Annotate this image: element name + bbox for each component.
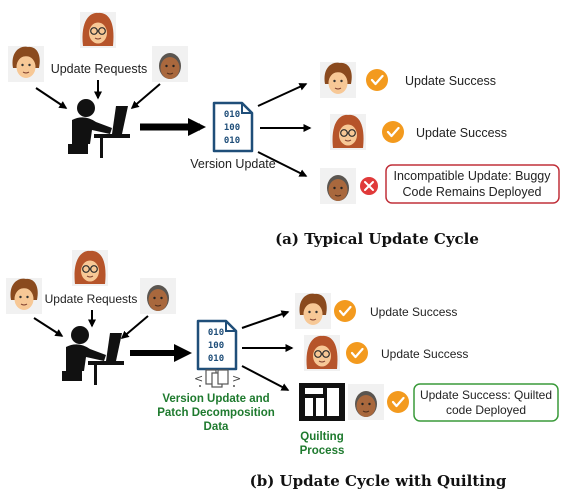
svg-text:010: 010 xyxy=(224,136,240,146)
deploy-arrow xyxy=(257,83,308,107)
request-arrow xyxy=(33,317,64,337)
patch-data-label: Patch Decomposition xyxy=(157,407,275,419)
svg-text:010: 010 xyxy=(208,328,224,338)
update-requests-label: Update Requests xyxy=(45,292,138,306)
svg-text:100: 100 xyxy=(208,341,224,351)
outcome-success: Update Success xyxy=(370,305,457,319)
success-text: code Deployed xyxy=(446,403,526,417)
success-text: Update Success: Quilted xyxy=(420,388,552,402)
user-face-icon xyxy=(79,11,117,49)
check-icon xyxy=(380,119,406,145)
request-arrow xyxy=(130,83,161,109)
user-face-icon xyxy=(319,167,357,205)
user-face-icon xyxy=(71,249,109,287)
success-callout xyxy=(413,383,559,422)
deploy-arrow xyxy=(241,310,290,329)
developer-icon xyxy=(68,99,130,158)
quilting-label: Quilting xyxy=(300,431,343,443)
check-icon xyxy=(364,67,390,93)
failure-callout xyxy=(385,164,560,204)
cross-icon xyxy=(360,177,378,195)
svg-text:010: 010 xyxy=(224,110,240,120)
file-icon: 010 100 010 xyxy=(212,101,254,153)
caption-b: (b) Update Cycle with Quilting xyxy=(250,472,507,490)
check-icon xyxy=(385,389,411,415)
panel-b: Update Requests 010 100 010 < > Version … xyxy=(5,249,559,490)
user-face-icon xyxy=(329,113,367,151)
failure-text: Incompatible Update: Buggy xyxy=(393,169,551,183)
deploy-arrow xyxy=(241,365,290,391)
request-arrow xyxy=(35,87,68,109)
quilting-label: Process xyxy=(300,445,345,457)
version-update-label: Version Update xyxy=(190,157,276,171)
patch-data-icon: < > xyxy=(194,369,241,388)
patch-data-label: Version Update and xyxy=(162,393,269,405)
user-face-icon xyxy=(139,277,177,315)
check-icon xyxy=(344,340,370,366)
failure-text: Code Remains Deployed xyxy=(403,185,542,199)
request-arrow xyxy=(120,315,149,339)
user-face-icon xyxy=(7,45,45,83)
user-face-icon xyxy=(347,383,385,421)
outcome-success: Update Success xyxy=(405,74,496,88)
user-face-icon xyxy=(151,45,189,83)
file-icon: 010 100 010 xyxy=(196,319,238,371)
outcome-success: Update Success xyxy=(381,347,468,361)
user-face-icon xyxy=(303,334,341,372)
panel-a: Update Requests 010 100 010 Version Upda… xyxy=(7,11,560,248)
user-face-icon xyxy=(5,277,43,315)
quilt-icon xyxy=(299,383,345,421)
patch-data-label: Data xyxy=(204,421,230,433)
svg-text:<: < xyxy=(194,372,203,385)
caption-a: (a) Typical Update Cycle xyxy=(275,230,479,248)
svg-text:010: 010 xyxy=(208,354,224,364)
update-requests-label: Update Requests xyxy=(51,62,148,76)
svg-text:>: > xyxy=(232,372,241,385)
user-face-icon xyxy=(319,61,357,99)
deploy-arrow xyxy=(257,151,308,177)
svg-text:100: 100 xyxy=(224,123,240,133)
check-icon xyxy=(332,298,358,324)
developer-icon xyxy=(62,326,124,385)
user-face-icon xyxy=(294,292,332,330)
outcome-success: Update Success xyxy=(416,126,507,140)
